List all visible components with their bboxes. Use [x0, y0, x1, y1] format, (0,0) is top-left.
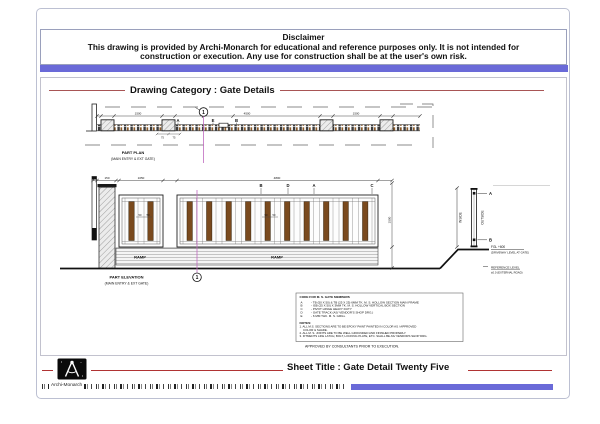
code-key: C	[301, 307, 304, 311]
part-elevation-drawing: 150 1050 4800 B D A C 50 50 50 50 RAMP R…	[60, 176, 440, 286]
title-rule-left	[91, 369, 283, 372]
section-marker-b: B	[489, 238, 492, 243]
elevation-grid-bubble	[192, 272, 202, 283]
elevation-small-dim: 50	[147, 213, 150, 217]
elevation-marker-c: C	[370, 183, 373, 188]
fgl-sublabel: (DRIVEWAY LEVEL AT GATE)	[491, 251, 529, 255]
section-marker-a: A	[489, 191, 492, 196]
code-key: B	[301, 304, 303, 308]
notes-title: CODE FOR M. S. GATE MEMBERS	[300, 295, 350, 299]
approval-note: APPROVED BY CONSULTANTS PRIOR TO EXECUTI…	[305, 345, 399, 349]
sheet-title: Sheet Title : Gate Detail Twenty Five	[287, 362, 450, 373]
sheet-outer-border	[36, 8, 570, 399]
bottom-accent-bar	[351, 383, 553, 390]
elevation-dim: 1050	[138, 176, 145, 180]
code-text: - PIVOT HINGE HEAVY DUTY	[311, 307, 352, 311]
code-text: - TB (50 X 50) & TB (25 X 25) 6MM TK. M.…	[311, 300, 419, 304]
plan-dim: 1500	[135, 112, 142, 116]
archi-monarch-logo	[57, 358, 87, 380]
plan-grid-bubble	[198, 107, 209, 117]
plan-caption-sub: (MAIN ENTRY & EXT GATE)	[111, 157, 155, 161]
plan-pillar-2	[161, 119, 176, 132]
plan-dim: 4500	[244, 112, 251, 116]
elevation-marker-a: A	[312, 183, 315, 188]
code-text: - ISB (25 X 50) X 3MM TK. M. S. HOLLOW V…	[311, 304, 405, 308]
disclaimer-box: Disclaimer This drawing is provided by A…	[40, 29, 567, 65]
elevation-marker-b: B	[259, 183, 262, 188]
plan-marker-e: E	[212, 118, 215, 123]
compass-icon	[61, 360, 83, 377]
brand-text: Archi-Monarch	[49, 383, 85, 389]
plan-pillar-1	[100, 119, 115, 132]
disclaimer-title: Disclaimer	[282, 32, 325, 42]
elevation-caption-sub: (MAIN ENTRY & EXT GATE)	[105, 282, 149, 286]
elevation-caption: PART ELEVATION	[110, 275, 144, 280]
reference-level-sublabel: ±0.0 (EXTERNAL ROAD)	[491, 270, 523, 274]
plan-marker-a: A	[176, 118, 179, 123]
elevation-dim: 4800	[274, 176, 281, 180]
code-key: A	[301, 300, 303, 304]
plan-small-dim: 75	[173, 136, 176, 140]
gate-drawings: 1500 4500 1500 A E B 75 75 1 PART PLAN (…	[60, 103, 550, 349]
drawing-area: Drawing Category : Gate Details	[40, 77, 567, 356]
elevation-grid-number: 1	[196, 275, 199, 281]
elevation-marker-d: D	[286, 183, 289, 188]
code-text: - 6 MM THK. M. S. GRILL	[311, 314, 346, 318]
code-key: E	[301, 314, 303, 318]
section-inside-label: INSIDE	[459, 212, 463, 223]
plan-pillar-3	[319, 119, 334, 132]
plan-marker-b: B	[235, 118, 238, 123]
note-item: 3. FITMENTS LIKE LATCH, BOLT, LOCKING PL…	[300, 334, 428, 338]
note-item: COLOR & SHADE.	[303, 328, 328, 332]
note-item: 2. ALL M. S. JOINTS ARE TO BE WELL GROUN…	[300, 331, 407, 335]
ramp-label: RAMP	[271, 255, 283, 260]
elevation-pillar	[98, 186, 116, 269]
fgl-label: FGL +600	[491, 245, 505, 249]
plan-dim: 1500	[353, 112, 360, 116]
driveway-ramp-line	[439, 248, 489, 270]
category-label: Drawing Category : Gate Details	[130, 85, 275, 96]
code-key: D	[301, 311, 304, 315]
part-plan-drawing: 1500 4500 1500 A E B 75 75 1 PART PLAN (…	[85, 103, 434, 163]
elevation-small-dim: 50	[139, 213, 142, 217]
category-header: Drawing Category : Gate Details	[41, 84, 566, 97]
notes-heading: NOTES:	[300, 321, 312, 325]
plan-wall	[91, 103, 97, 132]
plan-gate-track	[97, 124, 420, 131]
note-item: 1. ALL M.S. SECTIONS ARE TO BE EPOXY PAI…	[300, 325, 417, 329]
barcode	[42, 383, 348, 389]
section-outside-label: OUTSIDE	[481, 210, 485, 224]
notes-box: CODE FOR M. S. GATE MEMBERS A - TB (50 X…	[295, 292, 464, 349]
disclaimer-line-1: This drawing is provided by Archi-Monarc…	[87, 41, 520, 52]
title-rule-right	[468, 369, 552, 372]
ramp	[115, 247, 379, 266]
top-accent-bar	[40, 65, 568, 72]
plan-grid-number: 1	[202, 110, 205, 116]
ramp-label: RAMP	[134, 255, 146, 260]
category-rule-left	[49, 89, 125, 92]
disclaimer-line-2: construction or execution. Any use for c…	[140, 51, 467, 62]
code-text: - GATE TRACK (AS/ VENDOR'S SHOP DRG.)	[311, 311, 373, 315]
plan-latch-detail	[218, 122, 229, 128]
title-rule-dash	[42, 369, 53, 372]
elevation-small-dim: 50	[273, 213, 276, 217]
plan-caption: PART PLAN	[122, 150, 145, 155]
gate-section-drawing: INSIDE A B OUTSIDE FGL +600 (DRIVEWAY LE…	[439, 185, 550, 274]
elevation-dim: 150	[104, 176, 109, 180]
plan-small-dim: 75	[161, 136, 164, 140]
category-rule-right	[279, 89, 544, 92]
elevation-height-dim: 1500	[388, 216, 392, 223]
plan-pillar-4	[379, 119, 394, 132]
elevation-small-dim: 50	[265, 213, 268, 217]
reference-level-label: REFERENCE LEVEL	[491, 265, 520, 269]
